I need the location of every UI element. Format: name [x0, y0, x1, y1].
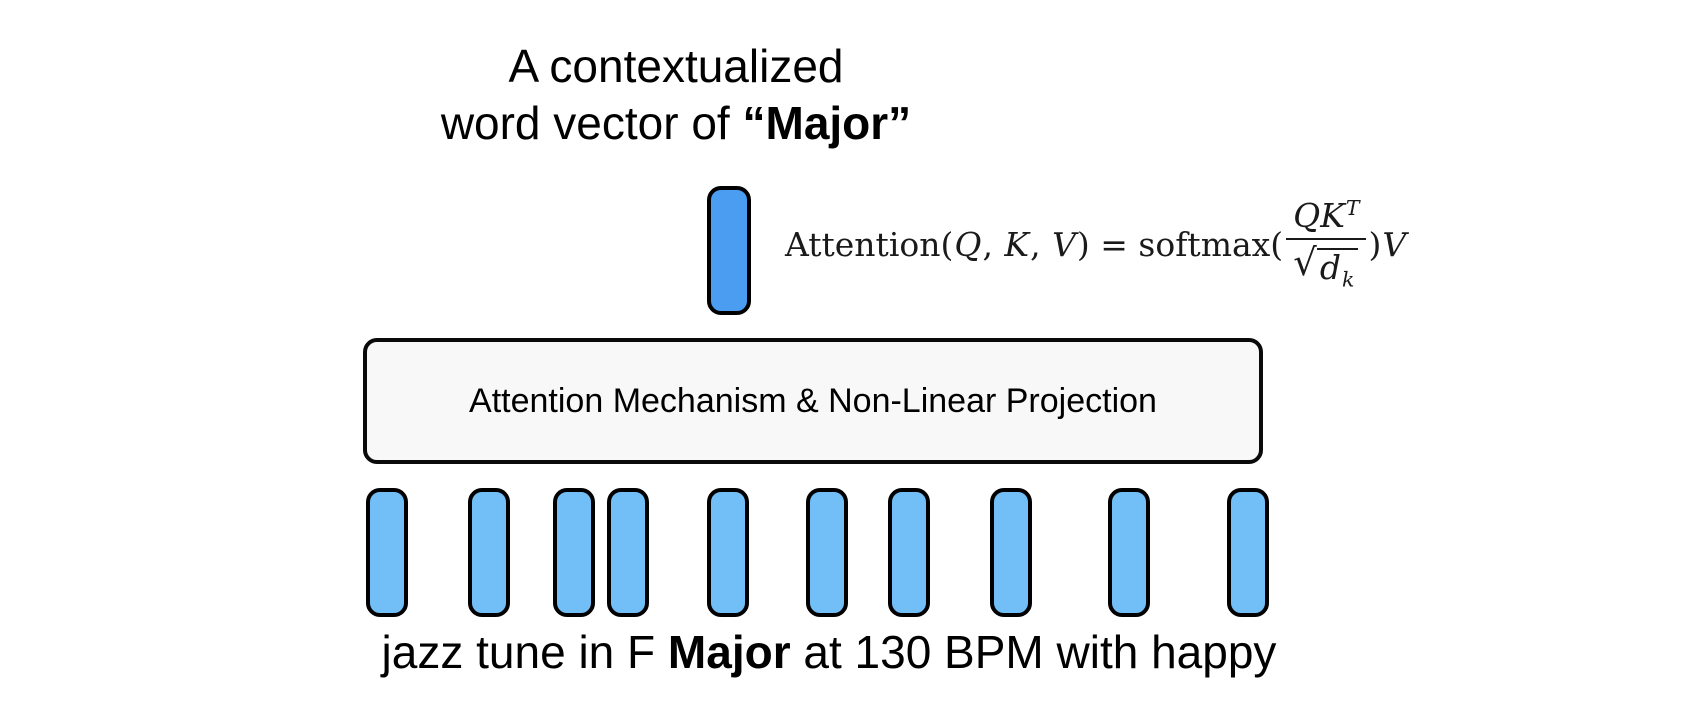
numerator-qk: QK [1293, 195, 1345, 235]
caption-line-2-text: word vector of [440, 97, 743, 149]
projection-box-label: Attention Mechanism & Non-Linear Project… [469, 381, 1157, 420]
input-word-vector-row [0, 488, 1706, 617]
radicand: dk [1316, 248, 1359, 292]
word-vector [1227, 488, 1269, 617]
word-vector [806, 488, 848, 617]
caption-line-1: A contextualized [441, 38, 911, 95]
word-vector [990, 488, 1032, 617]
formula-value-v: V [1382, 224, 1407, 264]
radicand-subscript-k: k [1341, 267, 1355, 292]
attention-projection-box: Attention Mechanism & Non-Linear Project… [363, 338, 1263, 464]
formula-equals-softmax: ) = softmax( [1076, 224, 1284, 264]
formula-arg-v: V [1052, 224, 1076, 264]
formula-arg-k: K [1004, 224, 1030, 264]
radicand-d: d [1319, 248, 1341, 288]
formula-fraction: QKT √dk [1286, 195, 1366, 292]
attention-formula: Attention( Q , K , V ) = softmax( QKT √d… [785, 194, 1407, 294]
sentence-prefix: jazz tune in F [381, 626, 668, 678]
word-vector [707, 488, 749, 617]
caption-line-1-text: A contextualized [508, 40, 844, 92]
input-sentence: jazz tune in F Major at 130 BPM with hap… [382, 622, 1277, 682]
sqrt-radical-icon: √ [1293, 241, 1317, 285]
word-vector [607, 488, 649, 617]
word-vector [553, 488, 595, 617]
output-caption: A contextualized word vector of “Major” [441, 38, 911, 152]
caption-line-2: word vector of “Major” [441, 95, 911, 152]
formula-comma-2: , [1030, 224, 1052, 264]
word-vector [888, 488, 930, 617]
contextualized-word-vector [707, 186, 751, 315]
formula-fn-name: Attention( [785, 224, 954, 264]
word-vector [366, 488, 408, 617]
caption-major-bold: “Major” [742, 97, 912, 149]
numerator-transpose: T [1345, 195, 1360, 220]
fraction-denominator: √dk [1293, 240, 1359, 292]
formula-close-paren: ) [1368, 224, 1382, 264]
sentence-suffix: at 130 BPM with happy [790, 626, 1277, 678]
fraction-numerator: QKT [1286, 195, 1366, 241]
word-vector [468, 488, 510, 617]
formula-comma: , [982, 224, 1004, 264]
sentence-major-bold: Major [667, 626, 791, 678]
word-vector [1108, 488, 1150, 617]
formula-arg-q: Q [954, 224, 982, 264]
